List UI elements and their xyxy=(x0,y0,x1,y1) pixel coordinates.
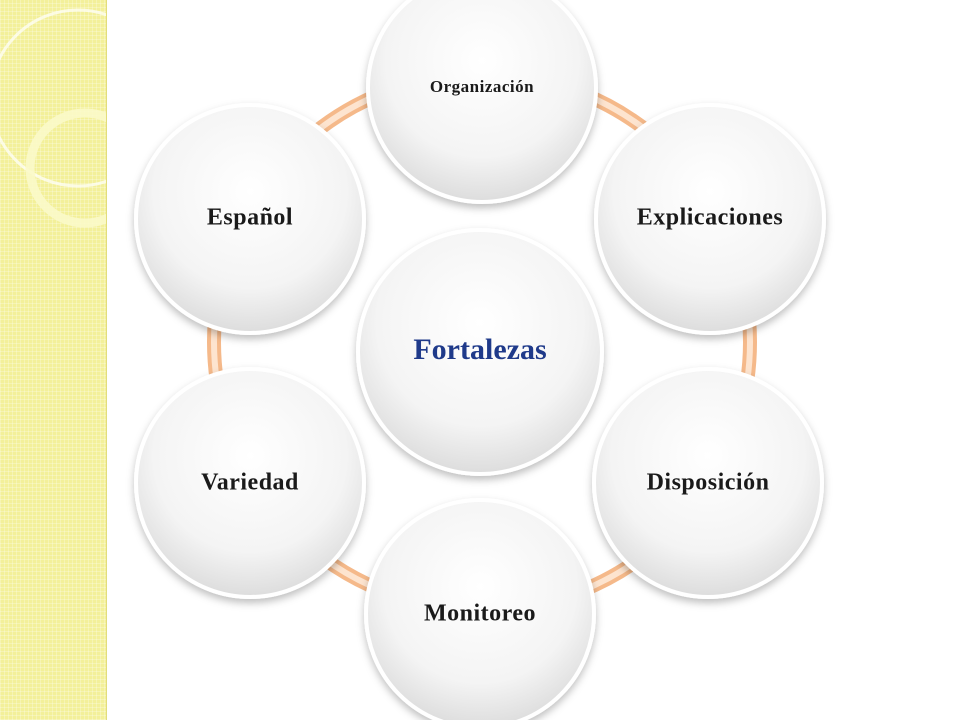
bubble-variedad xyxy=(134,367,366,599)
label-disposicion: Disposición xyxy=(646,469,770,496)
bubble-espanol xyxy=(134,103,366,335)
bubble-organizacion xyxy=(366,0,598,204)
decorative-sidebar xyxy=(0,0,107,720)
bubble-center xyxy=(356,228,604,476)
label-monitoreo: Monitoreo xyxy=(423,600,537,627)
bubble-disposicion xyxy=(592,367,824,599)
label-espanol: Español xyxy=(206,204,294,231)
label-center: Fortalezas xyxy=(413,333,547,366)
bubble-explicaciones xyxy=(594,103,826,335)
label-organizacion: Organización xyxy=(429,77,535,96)
outer-bubbles xyxy=(134,0,826,720)
label-explicaciones: Explicaciones xyxy=(636,204,784,231)
decorative-rings xyxy=(0,8,106,228)
bubble-monitoreo xyxy=(364,498,596,720)
label-variedad: Variedad xyxy=(201,469,299,496)
